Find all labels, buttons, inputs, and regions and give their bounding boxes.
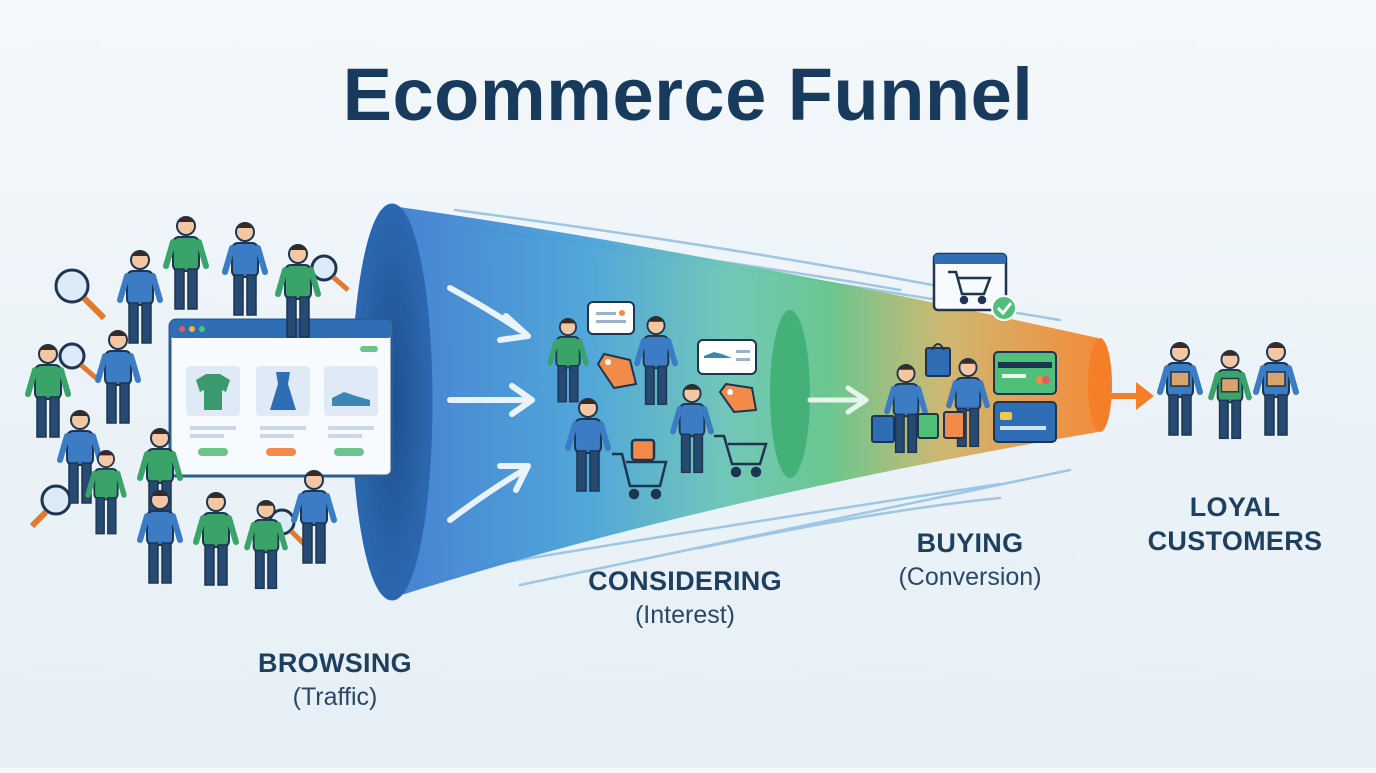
credit-card-icon xyxy=(993,351,1057,395)
arrow-right-icon xyxy=(1108,382,1154,410)
funnel-green-ring xyxy=(770,310,810,478)
person-icon xyxy=(634,316,678,406)
dress-icon xyxy=(270,372,296,410)
person-icon xyxy=(117,250,163,344)
stage-label-considering: CONSIDERING (Interest) xyxy=(560,566,810,630)
package-icon xyxy=(1170,371,1190,387)
funnel-end xyxy=(1088,338,1112,432)
shopping-cart-icon xyxy=(714,434,768,478)
browser-window-icon xyxy=(932,252,1017,321)
person-icon xyxy=(25,344,71,438)
stage-name: BUYING xyxy=(916,528,1024,558)
shopping-cart-icon xyxy=(612,438,668,500)
price-tag-icon xyxy=(596,352,638,390)
credit-card-icon xyxy=(993,401,1057,443)
shopping-bag-icon xyxy=(925,343,951,377)
package-icon xyxy=(1266,371,1286,387)
person-icon xyxy=(565,398,611,492)
person-icon xyxy=(547,318,589,403)
stage-subtitle: (Traffic) xyxy=(292,683,378,711)
chat-bubble-icon xyxy=(587,301,635,335)
person-icon xyxy=(1157,342,1203,436)
person-icon xyxy=(670,384,714,474)
shopping-bag-icon xyxy=(871,411,965,443)
person-icon xyxy=(1208,350,1252,440)
magnifier-icon xyxy=(29,484,72,529)
magnifier-icon xyxy=(54,268,107,321)
browser-window-icon xyxy=(168,318,394,478)
stage-name: LOYAL CUSTOMERS xyxy=(1147,492,1323,556)
stage-name: CONSIDERING xyxy=(588,566,782,596)
person-icon xyxy=(85,450,127,535)
price-tag-icon xyxy=(718,382,758,414)
person-icon xyxy=(884,364,928,454)
magnifier-icon xyxy=(58,342,98,380)
shopping-cart-icon xyxy=(948,270,992,305)
checkmark-icon xyxy=(991,295,1017,321)
magnifier-icon xyxy=(310,254,350,292)
page-title: Ecommerce Funnel xyxy=(342,53,1034,136)
chat-bubble-icon xyxy=(697,339,757,375)
arrow-right-icon xyxy=(447,285,535,523)
person-icon xyxy=(1253,342,1299,436)
stage-label-buying: BUYING (Conversion) xyxy=(860,528,1080,592)
stage-subtitle: (Interest) xyxy=(634,601,736,629)
people-crowd xyxy=(25,216,1299,590)
shoe-icon xyxy=(332,392,370,406)
person-icon xyxy=(137,490,183,584)
stage-subtitle: (Conversion) xyxy=(898,563,1042,591)
package-icon xyxy=(1220,377,1240,393)
person-icon xyxy=(163,216,209,310)
person-icon xyxy=(95,330,141,424)
arrow-right-icon xyxy=(807,385,869,415)
stage-label-browsing: BROWSING (Traffic) xyxy=(200,648,470,712)
stage-label-loyal-customers: LOYAL CUSTOMERS xyxy=(1120,490,1350,558)
person-icon xyxy=(291,470,337,564)
person-icon xyxy=(244,500,288,590)
person-icon xyxy=(193,492,239,586)
person-icon xyxy=(275,244,321,338)
person-icon xyxy=(222,222,268,316)
person-icon xyxy=(57,410,103,504)
sweater-icon xyxy=(196,374,230,410)
stage-name: BROWSING xyxy=(258,648,412,678)
